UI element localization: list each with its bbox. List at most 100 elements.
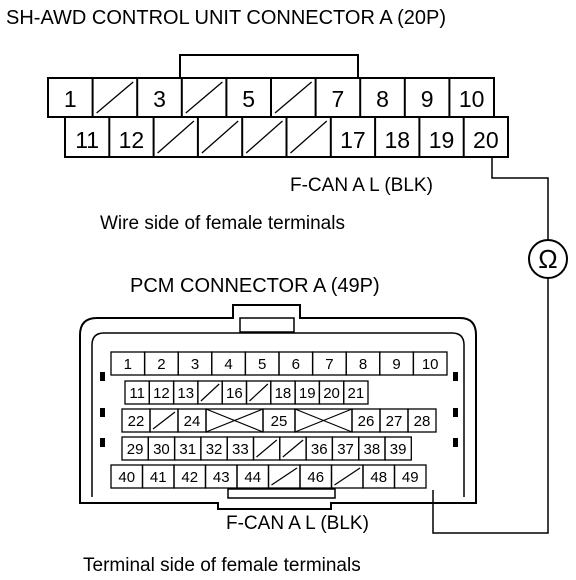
a-row2-terminal: 11 [75,127,99,153]
pcm-terminal-cell [384,436,412,461]
pcm-terminal: 11 [129,385,145,402]
pcm-side-tabs [100,372,458,447]
pcm-terminal: 36 [311,441,328,458]
connector-a-wire-label: F-CAN A L (BLK) [290,175,433,196]
pcm-terminal-cell [393,464,427,489]
ohm-symbol: Ω [538,244,557,274]
pcm-connector-caption: Terminal side of female terminals [83,555,361,576]
pcm-terminal-cell [343,380,369,405]
pcm-terminal: 9 [392,356,400,373]
pcm-connector-title: PCM CONNECTOR A (49P) [130,275,380,297]
pcm-terminal: 48 [370,469,387,486]
pcm-terminal: 30 [153,441,170,458]
pcm-terminal: 24 [184,413,201,430]
pcm-inner-shell [91,332,465,497]
connector-a-latch [179,54,359,79]
pcm-terminal: 29 [127,441,144,458]
pcm-empty-cavity [334,467,361,486]
pcm-connector [79,304,477,510]
pcm-empty-cavity [271,467,298,486]
pcm-terminal: 32 [206,441,223,458]
pcm-terminal-cell [412,351,448,376]
pcm-terminal: 25 [271,413,288,430]
a-row2-empty-cavity [290,120,328,154]
a-row2-empty-cavity [245,120,283,154]
pcm-terminal: 38 [364,441,381,458]
pcm-empty-cavity [249,383,269,402]
pcm-terminal: 31 [179,441,196,458]
pcm-terminal: 26 [358,413,375,430]
ohmmeter-icon: Ω [528,239,568,279]
a-row1-terminal: 5 [242,86,255,112]
pcm-terminal: 5 [258,356,266,373]
wire-to-pcm-connector [432,278,549,534]
pcm-terminal: 8 [359,356,367,373]
pcm-empty-cavity [152,411,176,430]
pcm-terminal: 16 [226,385,243,402]
connector-a [47,54,509,158]
pcm-side-tab [100,438,105,447]
pcm-terminal: 28 [414,413,431,430]
a-row2-empty-cavity [201,120,239,154]
pcm-terminal: 37 [337,441,354,458]
pcm-side-tab [453,408,458,417]
a-row2-empty-cavity [157,120,195,154]
pcm-terminal: 6 [292,356,300,373]
a-row1-terminal: 7 [332,86,345,112]
pcm-side-tab [100,408,105,417]
a-row2-terminal: 19 [429,127,455,153]
pcm-empty-cavity [282,439,304,458]
pcm-terminal: 3 [191,356,199,373]
pcm-terminal: 43 [213,469,230,486]
a-row2-terminal: 17 [340,127,366,153]
a-row2-terminal: 18 [384,127,410,153]
a-row1-terminal: 3 [153,86,166,112]
pcm-terminal: 1 [124,356,132,373]
ohmmeter-wire [432,157,549,534]
a-row1-terminal: 1 [64,86,77,112]
pcm-empty-cavity [200,383,220,402]
pcm-terminal: 39 [390,441,407,458]
pcm-terminal: 40 [118,469,135,486]
a-row2-terminal: 20 [473,127,499,153]
a-row1-empty-cavity [96,81,134,114]
pcm-terminal: 27 [386,413,403,430]
pcm-terminal: 7 [325,356,333,373]
pcm-terminal: 21 [348,385,365,402]
a-row1-empty-cavity [274,81,313,114]
pcm-terminal: 46 [307,469,324,486]
pcm-terminal: 4 [224,356,232,373]
a-row1-empty-cavity [185,81,223,114]
a-row1-terminal: 8 [376,86,389,112]
wire-to-connector-a [491,157,549,240]
pcm-outer-shell [79,304,477,510]
connector-a-caption: Wire side of female terminals [100,213,345,234]
pcm-terminal: 18 [275,385,292,402]
pcm-terminal: 20 [323,385,340,402]
pcm-terminal: 49 [402,469,419,486]
pcm-terminal: 33 [232,441,249,458]
a-row1-terminal: 10 [459,86,485,112]
pcm-terminal: 19 [299,385,316,402]
pcm-terminal: 10 [422,356,439,373]
pcm-side-tab [453,438,458,447]
pcm-wire-label: F-CAN A L (BLK) [226,513,369,534]
pcm-latch [239,317,295,333]
pcm-bottom-key [227,488,336,499]
pcm-terminal: 12 [153,385,170,402]
pcm-terminal: 2 [157,356,165,373]
a-row2-terminal: 12 [119,127,145,153]
connector-a-title: SH-AWD CONTROL UNIT CONNECTOR A (20P) [6,7,446,29]
pcm-terminal: 41 [150,469,167,486]
pcm-side-tab [100,372,105,381]
pcm-terminal: 42 [181,469,198,486]
pcm-side-tab [453,372,458,381]
pcm-terminal: 13 [177,385,194,402]
pcm-empty-cavity [256,439,278,458]
a-row1-terminal: 9 [421,86,434,112]
pcm-terminal: 44 [244,469,261,486]
pcm-terminal: 22 [128,413,145,430]
pcm-terminal-cell [407,408,437,433]
